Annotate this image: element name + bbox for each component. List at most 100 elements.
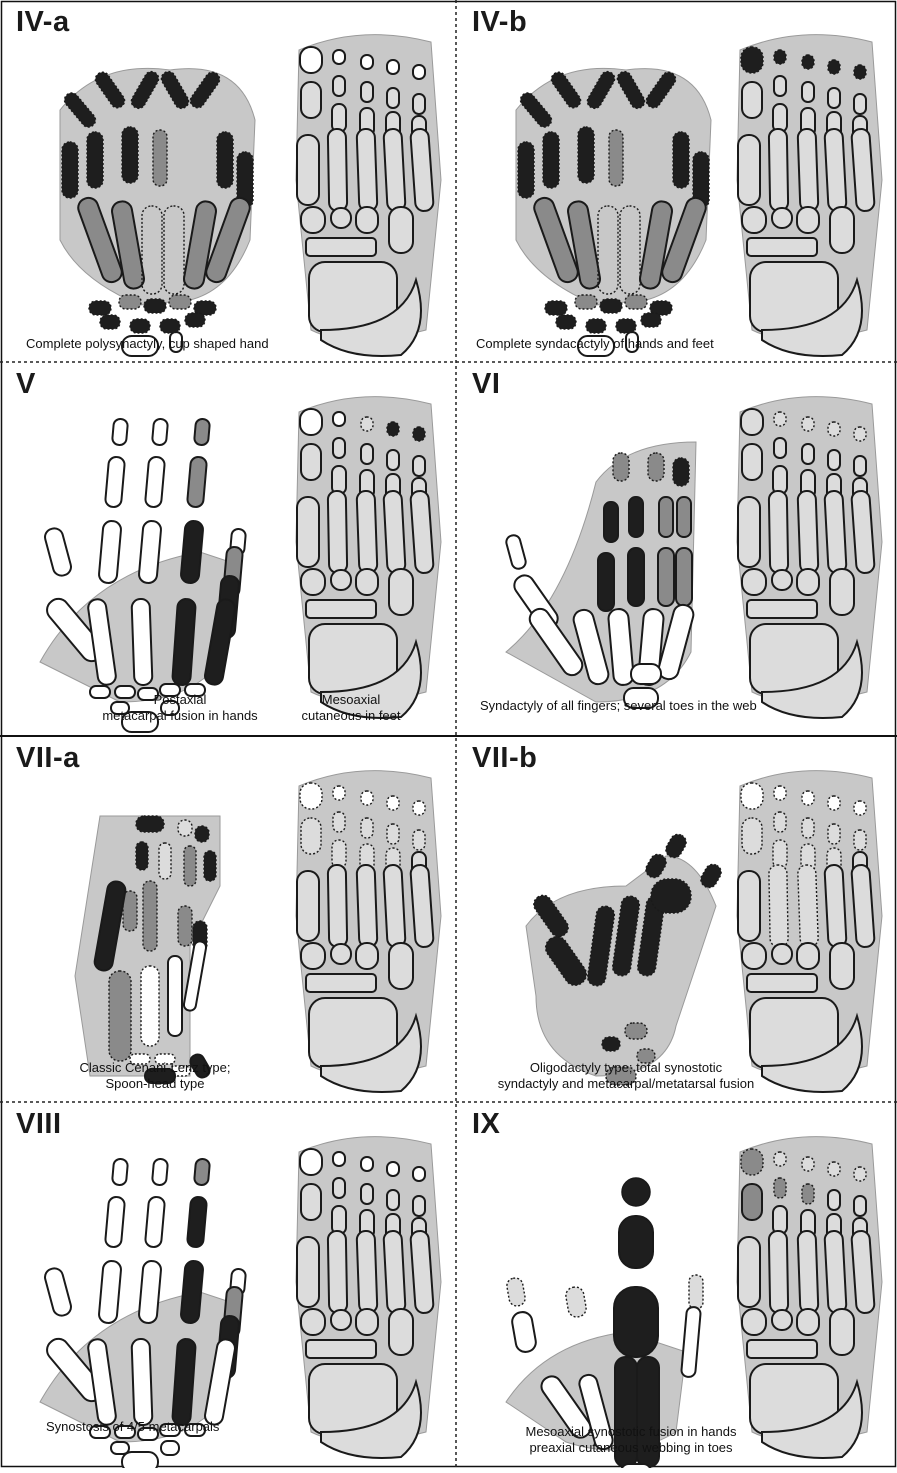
bone [773, 1206, 787, 1234]
bone [413, 801, 425, 815]
bone [43, 526, 73, 577]
bone [641, 313, 661, 327]
navicular-bone [306, 600, 376, 618]
bone [300, 1149, 322, 1175]
panel-VIII: VIII Synostosis of 4/5 metacarpals [0, 1102, 456, 1468]
bone [742, 82, 762, 118]
caption-line: syndactyly and metacarpal/metatarsal fus… [456, 1076, 796, 1092]
bone [301, 943, 325, 969]
bone [798, 129, 819, 212]
navicular-bone [747, 974, 817, 992]
bone [830, 943, 854, 989]
bone [413, 427, 425, 441]
panel-caption: Complete syndacactyly of hands and feet [476, 336, 714, 352]
bone [112, 418, 128, 445]
panel-caption: Syndactyly of all fingers; several toes … [480, 698, 757, 714]
bone [802, 818, 814, 838]
bone [361, 818, 373, 838]
bone [769, 129, 788, 211]
bone [130, 319, 150, 333]
panel-label: IX [472, 1108, 500, 1141]
bone [361, 444, 373, 464]
bone [387, 1190, 399, 1210]
bone [797, 207, 819, 233]
panel-label: V [16, 368, 36, 401]
bone [217, 132, 233, 188]
bone [802, 791, 814, 805]
bone [332, 466, 346, 494]
caption-line: Spoon-head type [40, 1076, 270, 1092]
bone [543, 132, 559, 188]
bone [741, 1149, 763, 1175]
bone [194, 418, 210, 445]
bone [122, 1452, 158, 1468]
bone [798, 1231, 819, 1314]
bone [772, 944, 792, 964]
bone [333, 412, 345, 426]
bone [742, 943, 766, 969]
bone [741, 47, 763, 73]
bone [769, 1231, 788, 1313]
bone [689, 1275, 703, 1309]
bone [616, 319, 636, 333]
bone [297, 497, 319, 567]
caption-line: Mesoaxial [276, 692, 426, 708]
bone [136, 842, 148, 870]
bone [828, 824, 840, 844]
panel-IV-a: IV-a Complete polysynactyly, cup shaped … [0, 0, 456, 362]
bone [518, 142, 534, 198]
bone [389, 943, 413, 989]
bone [413, 830, 425, 850]
bone [333, 786, 345, 800]
bone [586, 319, 606, 333]
navicular-bone [747, 238, 817, 256]
bone [621, 1464, 651, 1468]
bone [651, 879, 691, 913]
bone [383, 129, 405, 212]
bone [387, 422, 399, 436]
bone [141, 966, 159, 1046]
bone [361, 1157, 373, 1171]
bone [738, 871, 760, 941]
bone [802, 82, 814, 102]
panel-caption: Mesoaxial synostotic fusion in hands pre… [476, 1424, 786, 1456]
bone [195, 826, 209, 842]
panel-label: IV-b [472, 6, 527, 39]
bone [625, 1023, 647, 1039]
caption-line: preaxial cutaneous webbing in toes [476, 1440, 786, 1456]
bone [168, 956, 182, 1036]
bone [145, 1196, 165, 1247]
bone [413, 94, 425, 114]
bone [828, 450, 840, 470]
bone [797, 943, 819, 969]
panel-label: VIII [16, 1108, 62, 1141]
caption-line: Oligodactyly type; total synostotic [456, 1060, 796, 1076]
panel-caption: Mesoaxial cutaneous in feet [276, 692, 426, 724]
bone [854, 456, 866, 476]
bone [854, 65, 866, 79]
panel-label: VI [472, 368, 500, 401]
panel-caption: Postaxial metacarpal fusion in hands [90, 692, 270, 724]
bone [681, 1307, 701, 1378]
bone [413, 65, 425, 79]
bone [802, 1184, 814, 1204]
bone [105, 1196, 125, 1247]
bone [628, 548, 644, 606]
bone [769, 865, 788, 947]
bone [333, 438, 345, 458]
bone [331, 208, 351, 228]
bone [132, 599, 153, 686]
bone [331, 944, 351, 964]
caption-line: cutaneous in feet [276, 708, 426, 724]
bone [98, 520, 121, 583]
bone [828, 422, 840, 436]
bone [741, 409, 763, 435]
bone [194, 1158, 210, 1185]
bone [356, 1309, 378, 1335]
bone [802, 55, 814, 69]
panel-illustration [456, 1102, 897, 1468]
bone [742, 818, 762, 854]
bone [301, 82, 321, 118]
bone [742, 444, 762, 480]
panel-illustration [0, 1102, 456, 1468]
